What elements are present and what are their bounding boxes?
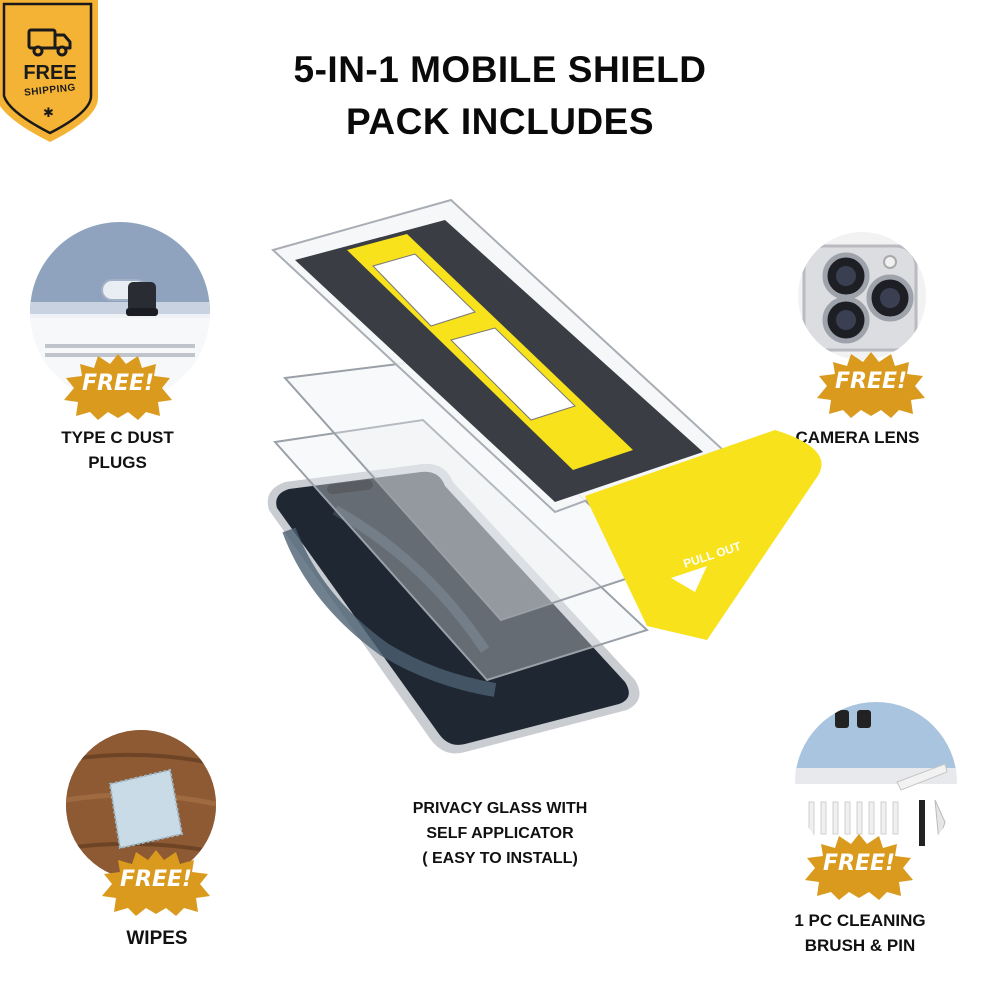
privacy-glass-illustration: PULL OUT bbox=[267, 198, 822, 754]
wipes-image bbox=[66, 730, 216, 880]
label-cleaning-brush: 1 PC CLEANING BRUSH & PIN bbox=[794, 911, 926, 955]
label-camera-lens: CAMERA LENS bbox=[795, 428, 920, 447]
free-starburst-icon bbox=[805, 834, 913, 900]
free-shipping-badge: FREE SHIPPING ✱ bbox=[0, 0, 100, 145]
free-badge-camera-lens: FREE! bbox=[815, 350, 927, 418]
free-badge-text: FREE! bbox=[822, 851, 896, 876]
free-badge-text: FREE! bbox=[119, 867, 193, 892]
delivery-truck-icon bbox=[27, 28, 72, 57]
label-dust-plugs: TYPE C DUST PLUGS bbox=[61, 428, 174, 472]
page-title: 5-IN-1 MOBILE SHIELD PACK INCLUDES bbox=[0, 44, 1000, 148]
applicator-frame bbox=[271, 198, 822, 640]
label-privacy-glass: PRIVACY GLASS WITH SELF APPLICATOR ( EAS… bbox=[412, 800, 588, 867]
label-wipes: WIPES bbox=[126, 928, 188, 949]
free-starburst-icon bbox=[817, 352, 925, 418]
title-line1: 5-IN-1 MOBILE SHIELD bbox=[293, 49, 707, 90]
free-badge-wipes: FREE! bbox=[100, 848, 212, 916]
glass-layer-icon bbox=[273, 358, 661, 682]
free-badge-text: FREE! bbox=[81, 371, 155, 396]
maple-leaf-icon: ✱ bbox=[43, 105, 54, 120]
free-starburst-icon bbox=[102, 850, 210, 916]
shield-badge-shape bbox=[0, 0, 98, 142]
free-badge-cleaning-brush: FREE! bbox=[803, 832, 915, 900]
phone-image bbox=[267, 463, 640, 754]
free-shipping-line1: FREE bbox=[23, 62, 77, 84]
title-line2: PACK INCLUDES bbox=[346, 101, 654, 142]
free-starburst-icon bbox=[64, 354, 172, 420]
free-badge-dust-plugs: FREE! bbox=[62, 352, 174, 420]
camera-lens-image bbox=[798, 232, 926, 360]
free-badge-text: FREE! bbox=[834, 369, 908, 394]
